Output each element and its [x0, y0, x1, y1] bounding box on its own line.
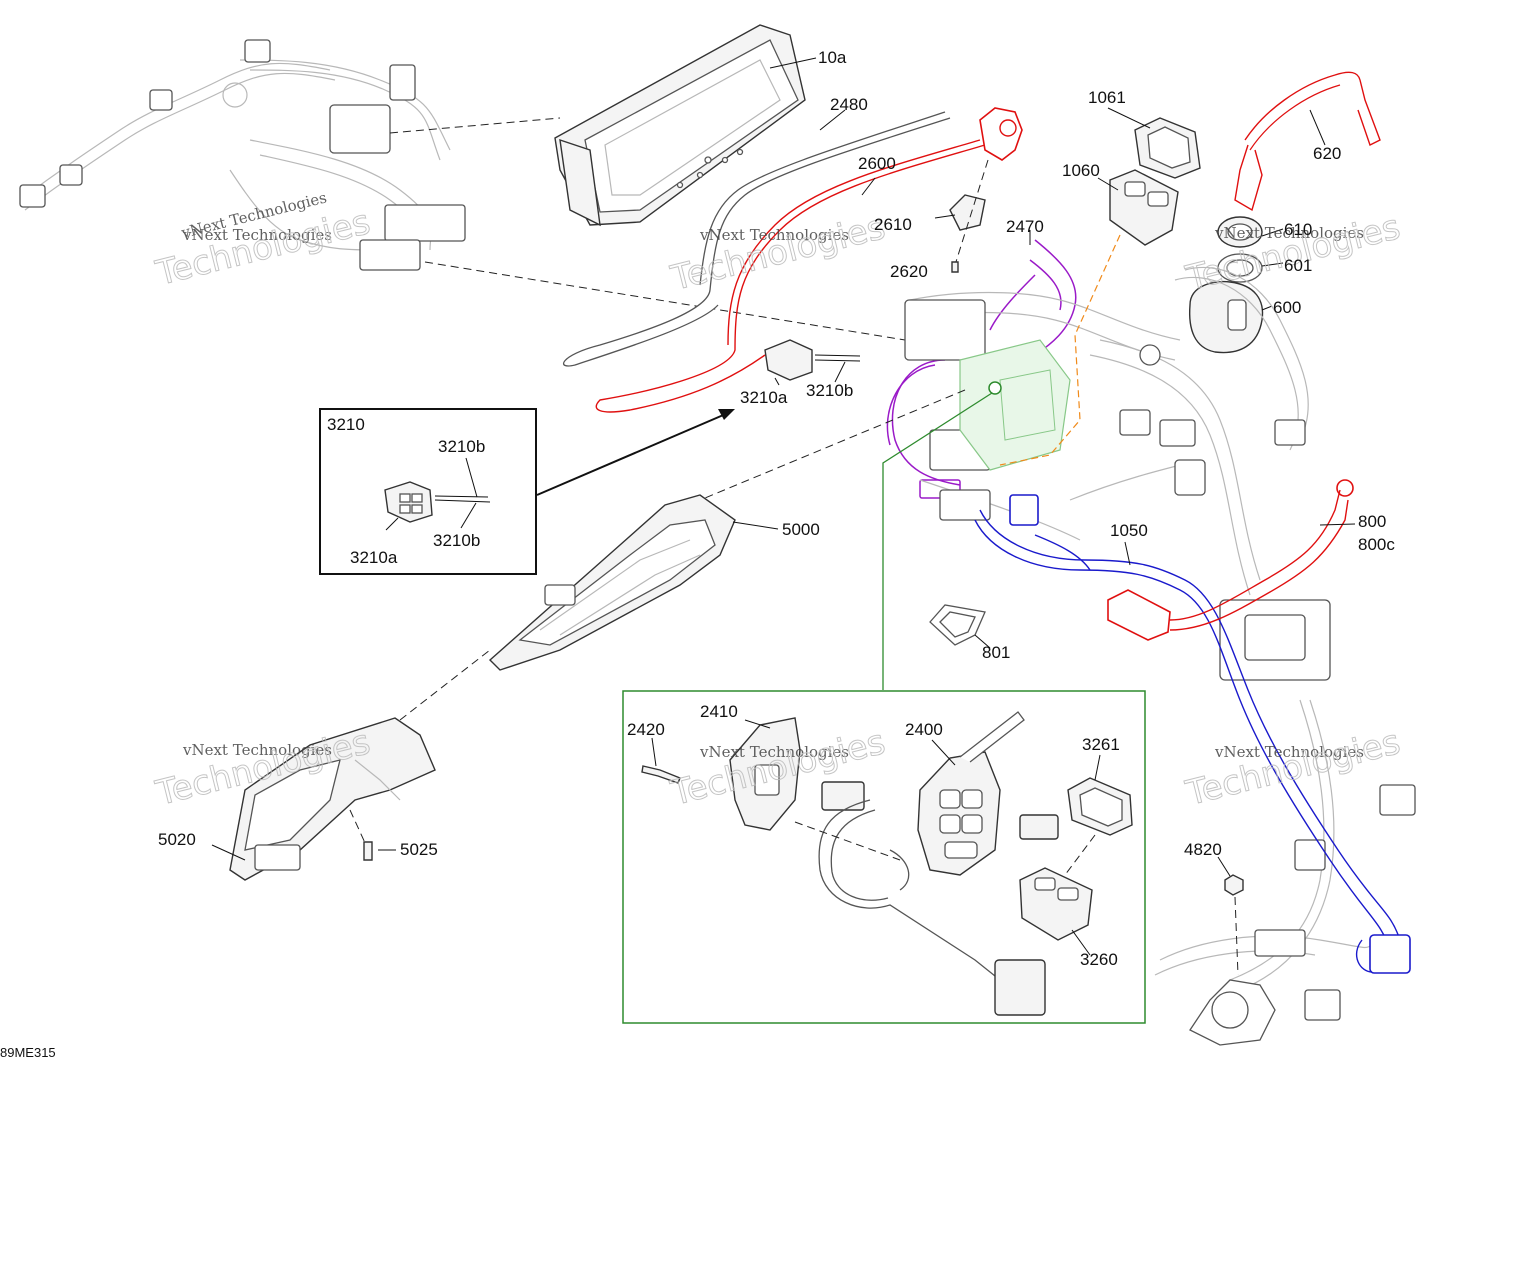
bracket-2610 [934, 194, 986, 231]
callout-2610: 2610 [874, 215, 912, 234]
watermark: vNext Technologies [182, 741, 332, 759]
watermark: vNext Technologies [1214, 224, 1364, 242]
inset-3210 [319, 408, 537, 575]
diagram-code: 89ME315 [0, 1045, 56, 1060]
callout-2600: 2600 [858, 154, 896, 173]
ring-610 [1217, 216, 1263, 248]
right-harness [1069, 266, 1416, 1021]
lanyard-620 [1234, 71, 1381, 212]
inset-3210-title: 3210 [327, 415, 365, 434]
callout-3260: 3260 [1080, 950, 1118, 969]
callout-3261: 3261 [1082, 735, 1120, 754]
switch-1060 [1109, 169, 1179, 246]
callout-2480: 2480 [830, 95, 868, 114]
callout-4820: 4820 [1184, 840, 1222, 859]
callout-3210a: 3210a [740, 388, 788, 407]
callout-2410: 2410 [700, 702, 738, 721]
bracket-5020 [229, 717, 436, 881]
nut-4820 [1224, 874, 1244, 896]
callout-1061: 1061 [1088, 88, 1126, 107]
module-5000 [488, 494, 736, 671]
callout-2400: 2400 [905, 720, 943, 739]
red-cable-2600 [595, 107, 1023, 413]
callout-5025: 5025 [400, 840, 438, 859]
instrument-cluster-10a [554, 24, 806, 227]
inset-2400 [622, 690, 1146, 1024]
blue-harness-1050 [974, 494, 1411, 974]
callout-5020: 5020 [158, 830, 196, 849]
upper-left-harness [19, 39, 466, 271]
inset-3210b-top: 3210b [438, 437, 485, 456]
red-cable-800 [1107, 479, 1354, 641]
watermark: Technologies [1182, 722, 1405, 814]
callout-2420: 2420 [627, 720, 665, 739]
watermark: vNext Technologies [182, 226, 332, 244]
callout-610: 610 [1284, 220, 1312, 239]
connector-3210 [764, 339, 861, 386]
callout-620: 620 [1313, 144, 1341, 163]
callout-1060: 1060 [1062, 161, 1100, 180]
central-harness [904, 291, 1181, 541]
inset-3210a: 3210a [350, 548, 398, 567]
watermark: vNext Technologies [699, 226, 849, 244]
callout-10a: 10a [818, 48, 847, 67]
callout-5000: 5000 [782, 520, 820, 539]
callout-601: 601 [1284, 256, 1312, 275]
callout-800: 800 [1358, 512, 1386, 531]
callout-labels: 10a 2480 2600 2610 2620 2470 1061 1060 6… [0, 48, 1395, 1060]
callout-3210b: 3210b [806, 381, 853, 400]
washer-601 [1217, 253, 1263, 283]
callout-600: 600 [1273, 298, 1301, 317]
switch-cap-1061 [1134, 117, 1201, 179]
callout-1050: 1050 [1110, 521, 1148, 540]
callout-2620: 2620 [890, 262, 928, 281]
watermark: vNext Technologies [699, 743, 849, 761]
callout-800c: 800c [1358, 535, 1395, 554]
watermark: vNext Technologies [1214, 743, 1364, 761]
callout-801: 801 [982, 643, 1010, 662]
callout-2470: 2470 [1006, 217, 1044, 236]
starter-solenoid [1189, 979, 1276, 1046]
inset-3210b-bottom: 3210b [433, 531, 480, 550]
gasket-801 [929, 604, 986, 646]
